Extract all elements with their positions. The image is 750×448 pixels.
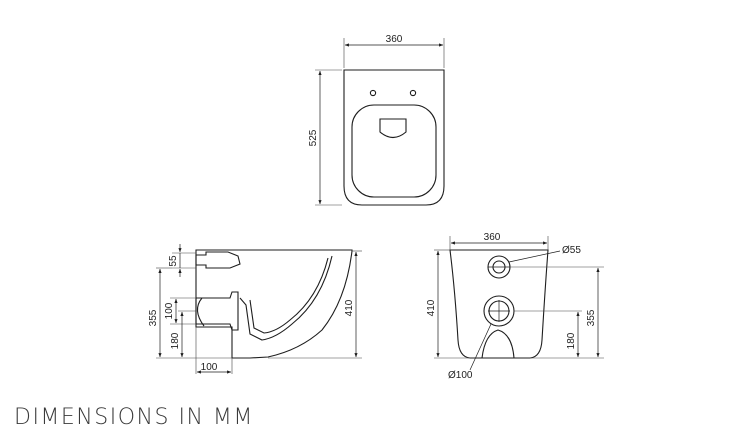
bowl-trap-curve (249, 257, 329, 334)
dimension-top-width: 360 (386, 34, 403, 45)
rear-view: 360 Ø55 410 355 180 Ø100 (426, 232, 604, 381)
dimension-side-355: 355 (148, 309, 159, 326)
dimension-side-180: 180 (170, 332, 181, 349)
dimension-side-410: 410 (344, 299, 355, 316)
dimension-rear-width: 360 (484, 232, 501, 243)
inlet-spigot (195, 251, 241, 269)
dimension-rear-180: 180 (566, 332, 577, 349)
seat-fixing-hole-left (369, 89, 377, 97)
dimension-rear-355: 355 (586, 309, 597, 326)
outlet-spigot (195, 291, 239, 331)
rear-base-slot (481, 329, 515, 359)
dimension-side-outlet: 100 (164, 302, 175, 319)
toilet-seat-rim (351, 104, 437, 198)
drain-opening (379, 118, 407, 139)
bowl-inner-curve (239, 255, 333, 341)
dimension-rear-410: 410 (426, 299, 437, 316)
leader-inlet (508, 250, 561, 263)
dimension-rear-outlet: Ø100 (448, 370, 473, 381)
seat-fixing-hole-right (409, 89, 417, 97)
dimension-side-base: 100 (201, 362, 218, 373)
dimension-side-55: 55 (168, 255, 179, 267)
dimension-rear-inlet: Ø55 (562, 245, 581, 256)
side-view-outline (195, 249, 353, 359)
top-view-outline (343, 69, 445, 206)
top-view: 360 525 (308, 34, 445, 206)
side-view: 55 100 355 180 100 410 (148, 244, 362, 374)
outlet-bend (196, 297, 205, 327)
leader-outlet (469, 323, 492, 371)
dimension-top-depth: 525 (308, 129, 319, 146)
dimensions-caption: DIMENSIONS IN MM (14, 405, 254, 430)
